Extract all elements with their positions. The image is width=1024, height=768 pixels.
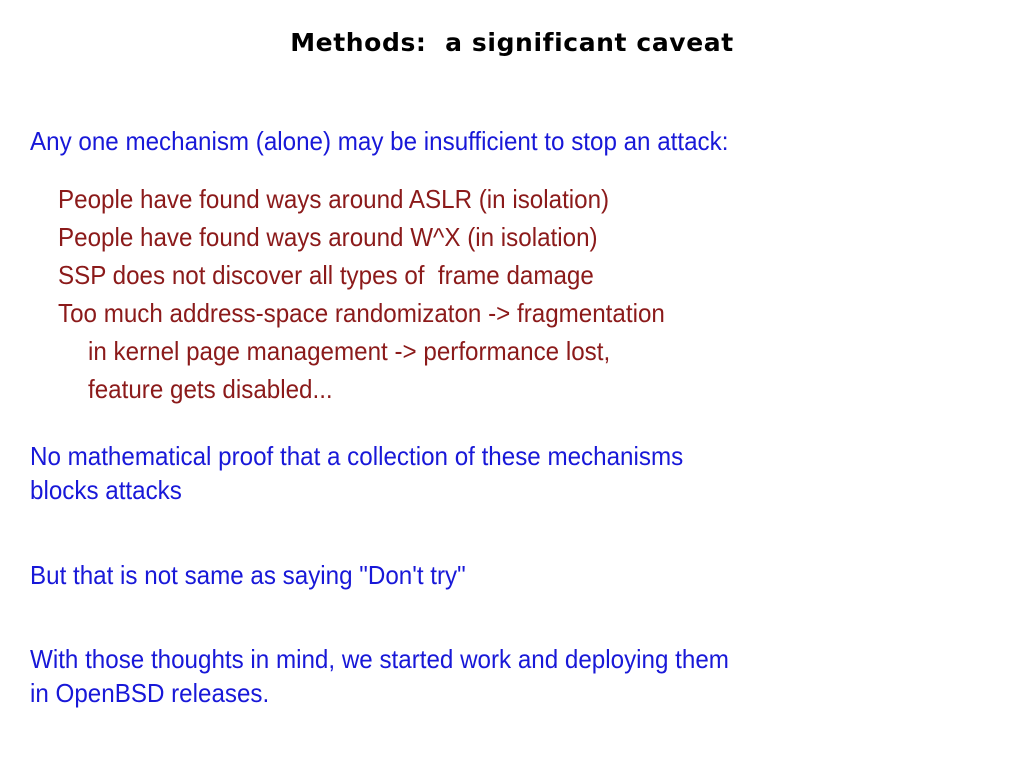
paragraph-openbsd-line-1: With those thoughts in mind, we started … [30, 644, 729, 674]
paragraph-dont-try: But that is not same as saying "Don't tr… [30, 560, 466, 590]
bullet-continuation-kernel: in kernel page management -> performance… [88, 336, 611, 366]
bullet-item-aslr: People have found ways around ASLR (in i… [58, 184, 610, 214]
paragraph-openbsd-line-2: in OpenBSD releases. [30, 678, 270, 708]
intro-statement: Any one mechanism (alone) may be insuffi… [30, 126, 729, 156]
bullet-item-wxor: People have found ways around W^X (in is… [58, 222, 598, 252]
bullet-continuation-feature: feature gets disabled... [88, 374, 333, 404]
bullet-item-randomization: Too much address-space randomizaton -> f… [58, 298, 665, 328]
bullet-item-ssp: SSP does not discover all types of frame… [58, 260, 594, 290]
paragraph-no-proof-line-2: blocks attacks [30, 475, 182, 505]
paragraph-no-proof-line-1: No mathematical proof that a collection … [30, 441, 684, 471]
page-title: Methods: a significant caveat [290, 28, 734, 57]
